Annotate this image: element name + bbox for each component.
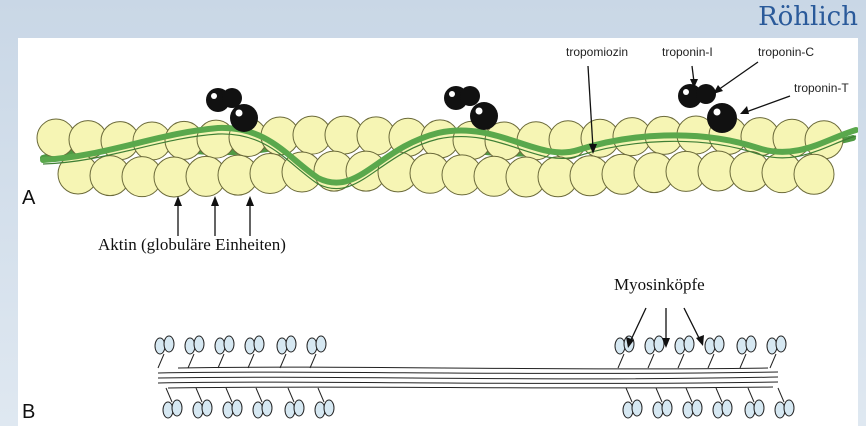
panel-b-letter: B	[22, 401, 35, 423]
myosin-head	[285, 388, 304, 418]
myosin-head	[193, 388, 212, 418]
myosin-head	[623, 388, 642, 418]
myosin-head	[277, 336, 296, 368]
myosin-head	[645, 336, 664, 368]
troponin-t-label: troponin-T	[794, 81, 849, 95]
myosin-head	[245, 336, 264, 368]
myosin-head	[223, 388, 242, 418]
myosin-head	[713, 388, 732, 418]
actin-label: Aktin (globuläre Einheiten)	[98, 235, 286, 254]
myosin-head	[745, 388, 764, 418]
myosin-head	[775, 388, 794, 418]
myosin-head	[215, 336, 234, 368]
muscle-filament-diagram: tropomiozin troponin-I troponin-C tropon…	[18, 38, 858, 426]
troponin-c-label: troponin-C	[758, 45, 814, 59]
tropomyosin-label: tropomiozin	[566, 45, 628, 59]
diagram-panel: tropomiozin troponin-I troponin-C tropon…	[18, 38, 858, 426]
myosin-head	[315, 388, 334, 418]
author-credit: Röhlich	[758, 2, 858, 32]
actin-monomer	[794, 154, 834, 194]
panel-a-letter: A	[22, 187, 36, 209]
myosin-head	[253, 388, 272, 418]
troponin-i-label: troponin-I	[662, 45, 713, 59]
myosin-head	[307, 336, 326, 368]
myosin-head	[737, 336, 756, 368]
myosin-head	[705, 336, 724, 368]
myosin-head	[155, 336, 174, 368]
myosin-head	[163, 388, 182, 418]
myosin-head	[185, 336, 204, 368]
thick-filament: Myosinköpfe B	[22, 275, 794, 423]
myosin-shaft	[158, 367, 778, 388]
thin-filament: tropomiozin troponin-I troponin-C tropon…	[22, 45, 856, 254]
myosin-head	[767, 336, 786, 368]
myosin-head	[653, 388, 672, 418]
myosin-heads-label: Myosinköpfe	[614, 275, 705, 294]
myosin-head	[675, 336, 694, 368]
myosin-head	[683, 388, 702, 418]
